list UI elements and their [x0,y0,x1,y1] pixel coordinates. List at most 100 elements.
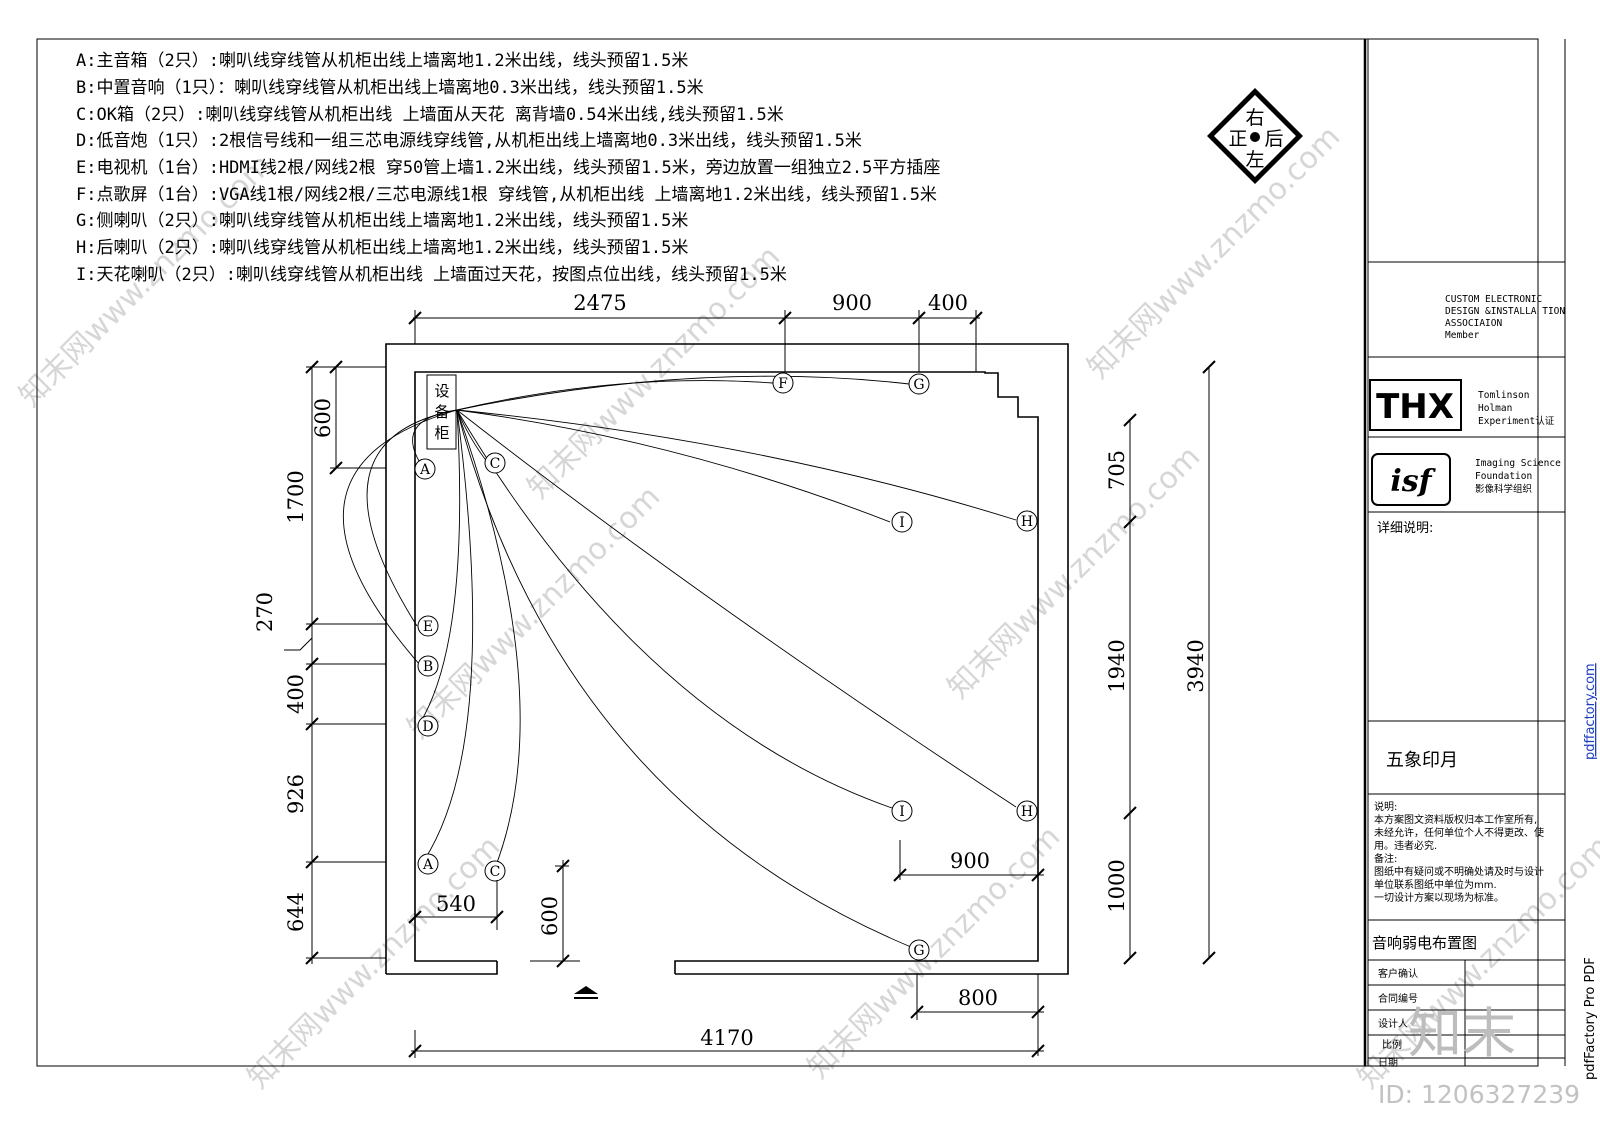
remark-line: 未经允许，任何单位个人不得更改、使 [1374,826,1544,839]
studio-name: 五象印月 [1386,750,1458,771]
speaker-marker: H [1016,800,1038,822]
dim-right-3940: 3940 [1184,639,1208,692]
assoc-line-4: Member [1445,330,1480,341]
row-client-confirm: 客户确认 [1378,967,1418,980]
svg-text:C: C [490,864,501,880]
remark-line: 备注: [1374,852,1397,865]
dim-left-600: 600 [311,398,335,438]
note-b: B:中置音响（1只）：喇叭线穿线管从机柜出线上墙离地0.3米出线，线头预留1.5… [76,78,704,98]
row-contract-no: 合同编号 [1378,992,1418,1005]
speaker-markers: F G A C I H E B D I H A C G [414,372,1038,961]
thx-line-1: Tomlinson [1478,390,1529,401]
remark-line: 说明: [1374,800,1397,813]
svg-text:I: I [899,515,905,531]
dim-left-926: 926 [284,774,308,814]
watermark-text: 知末网www.znzmo.com [1081,119,1347,385]
assoc-line-3: ASSOCIAION [1445,318,1502,329]
dim-bottom-540: 540 [436,892,476,916]
speaker-marker: D [417,715,439,737]
svg-text:A: A [419,462,431,478]
dim-top-400: 400 [928,291,968,315]
brand-watermark: 知末 [1408,1002,1516,1065]
speaker-marker: I [891,511,913,533]
note-a: A:主音箱（2只）:喇叭线穿线管从机柜出线上墙离地1.2米出线，线头预留1.5米 [76,51,688,71]
speaker-marker: G [908,373,930,395]
note-g: G:侧喇叭（2只）:喇叭线穿线管从机柜出线上墙离地1.2米出线，线头预留1.5米 [76,211,688,231]
dim-right-1000: 1000 [1105,859,1129,912]
svg-text:B: B [423,659,433,675]
dim-top-900: 900 [832,291,872,315]
compass-right: 后 [1264,128,1283,150]
note-h: H:后喇叭（2只）:喇叭线穿线管从机柜出线上墙离地1.2米出线，线头预留1.5米 [76,238,688,258]
watermark-text: 知末网www.znzmo.com [401,479,667,745]
compass-icon: 右 正 后 左 [1207,88,1303,184]
pdf-factory-text: pdfFactory Pro PDF [1583,957,1598,1080]
thx-logo-box [1369,379,1462,431]
dim-top-2475: 2475 [573,291,626,315]
equipment-cabinet [426,374,457,450]
title-block: CUSTOM ELECTRONIC DESIGN &INSTALLA TION … [1363,39,1566,1069]
isf-logo: isf [1390,464,1436,499]
remark-line: 单位联系图纸中单位为mm. [1374,878,1497,891]
notes-block: A:主音箱（2只）:喇叭线穿线管从机柜出线上墙离地1.2米出线，线头预留1.5米… [76,51,940,285]
compass-bottom: 左 [1245,149,1264,171]
row-date: 日期 [1378,1057,1398,1069]
assoc-line-1: CUSTOM ELECTRONIC [1445,294,1542,305]
pdf-factory-link[interactable]: pdffactory.com [1583,663,1598,760]
compass-left: 正 [1228,128,1247,150]
speaker-marker: B [417,655,439,677]
svg-text:I: I [899,804,905,820]
dim-left-270: 270 [253,592,277,632]
isf-line-1: Imaging Science [1475,458,1561,469]
row-designer: 设计人 [1378,1017,1408,1030]
remark-line: 一切设计方案以现场为标准。 [1374,891,1504,904]
speaker-marker: C [484,452,506,474]
outer-wall [385,343,1069,975]
note-d: D:低音炮（1只）:2根信号线和一组三芯电源线穿线管,从机柜出线上墙离地0.3米… [76,131,862,151]
remark-line: 用。违者必究. [1374,839,1437,852]
thx-logo: THX [1376,387,1454,427]
svg-text:G: G [913,377,924,393]
dim-right-705: 705 [1105,450,1129,490]
thx-line-2: Holman [1478,403,1512,414]
svg-text:C: C [490,456,501,472]
isf-logo-box [1371,453,1451,506]
dim-inner-900: 900 [950,849,990,873]
id-watermark: ID: 1206327239 [1378,1080,1580,1109]
dim-left-400: 400 [284,674,308,714]
speaker-marker: C [484,860,506,882]
door-jamb-left [386,961,498,975]
drawing-title: 音响弱电布置图 [1372,934,1477,952]
watermark-overlay: 知末 ID: 1206327239 pdfFactory Pro PDF pdf… [1378,663,1598,1109]
speaker-marker: I [891,800,913,822]
speaker-marker: A [417,853,439,875]
svg-text:H: H [1021,514,1033,530]
note-f: F:点歌屏（1台）:VGA线1根/网线2根/三芯电源线1根 穿线管,从机柜出线 … [76,185,937,205]
speaker-marker: F [772,372,794,394]
assoc-line-2: DESIGN &INSTALLA TION [1445,306,1565,317]
svg-text:E: E [423,619,433,635]
compass-top: 右 [1245,107,1264,129]
svg-text:G: G [913,943,924,959]
remark-line: 图纸中有疑问或不明确处请及时与设计 [1374,865,1544,878]
watermark-text: 知末网www.znzmo.com [941,439,1207,705]
dim-bottom-800: 800 [958,986,998,1010]
svg-text:F: F [778,376,788,392]
thx-line-3: Experiment认证 [1478,415,1555,427]
speaker-marker: G [908,939,930,961]
note-i: I:天花喇叭（2只）:喇叭线穿线管从机柜出线 上墙面过天花，按图点位出线，线头预… [76,265,787,285]
watermark-text: 知末网www.znzmo.com [241,829,507,1095]
note-c: C:OK箱（2只）:喇叭线穿线管从机柜出线 上墙面从天花 离背墙0.54米出线,… [76,105,784,125]
dim-left-644: 644 [284,892,308,932]
speaker-marker: E [417,615,439,637]
watermark-text: 知末网www.znzmo.com [801,819,1067,1085]
dim-left-1700: 1700 [284,470,308,523]
speaker-marker: A [414,458,436,480]
speaker-marker: H [1016,510,1038,532]
sheet-border [36,38,1539,1067]
dim-bottom-600: 600 [538,896,562,936]
inner-wall [414,371,1039,974]
floor-plan: 设备柜 [385,343,1069,999]
dim-bottom-4170: 4170 [700,1026,753,1050]
